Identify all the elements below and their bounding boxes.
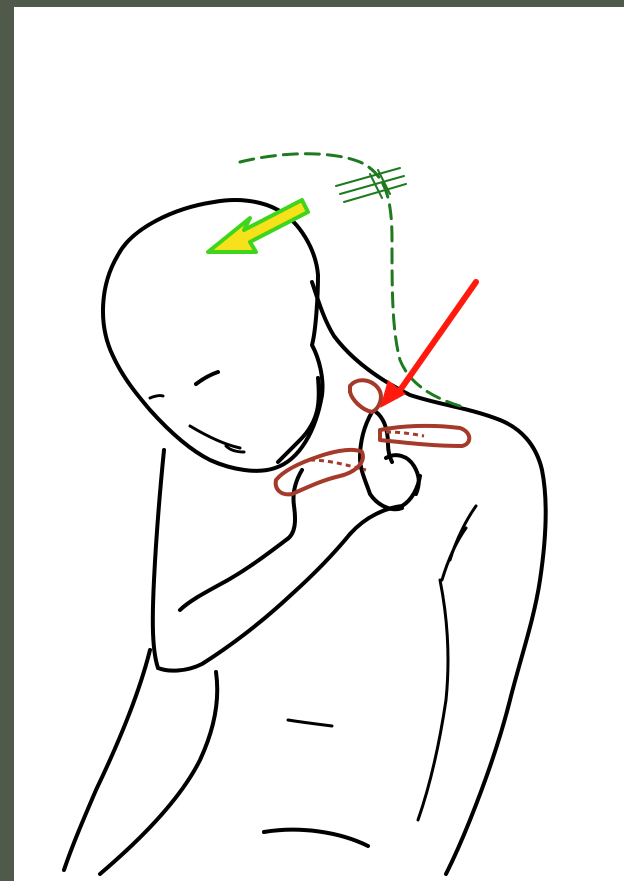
back-contour [418, 580, 448, 820]
mouth [190, 426, 240, 448]
forearm [180, 470, 302, 610]
muscle-scalene [350, 380, 381, 412]
belly-mark [288, 720, 332, 726]
shoulder-back-outline [446, 420, 546, 874]
pressure-point-arrow-icon [380, 282, 476, 408]
head-tilt-arrow-icon [208, 200, 308, 252]
muscle-sternocleido [276, 450, 363, 494]
muscle-trapezius [380, 426, 469, 446]
closed-eye [196, 372, 218, 384]
illustration-canvas [14, 7, 624, 881]
motion-lines [336, 168, 406, 202]
stretch-illustration [14, 7, 624, 881]
muscle-dashed-2 [386, 432, 424, 436]
eye-lid [150, 396, 163, 398]
head-outline [103, 200, 323, 471]
neck-back [312, 282, 500, 420]
torso-front [100, 672, 217, 874]
waist-line [264, 830, 368, 846]
chest-shading-2 [442, 528, 466, 580]
torso-side [64, 650, 150, 870]
